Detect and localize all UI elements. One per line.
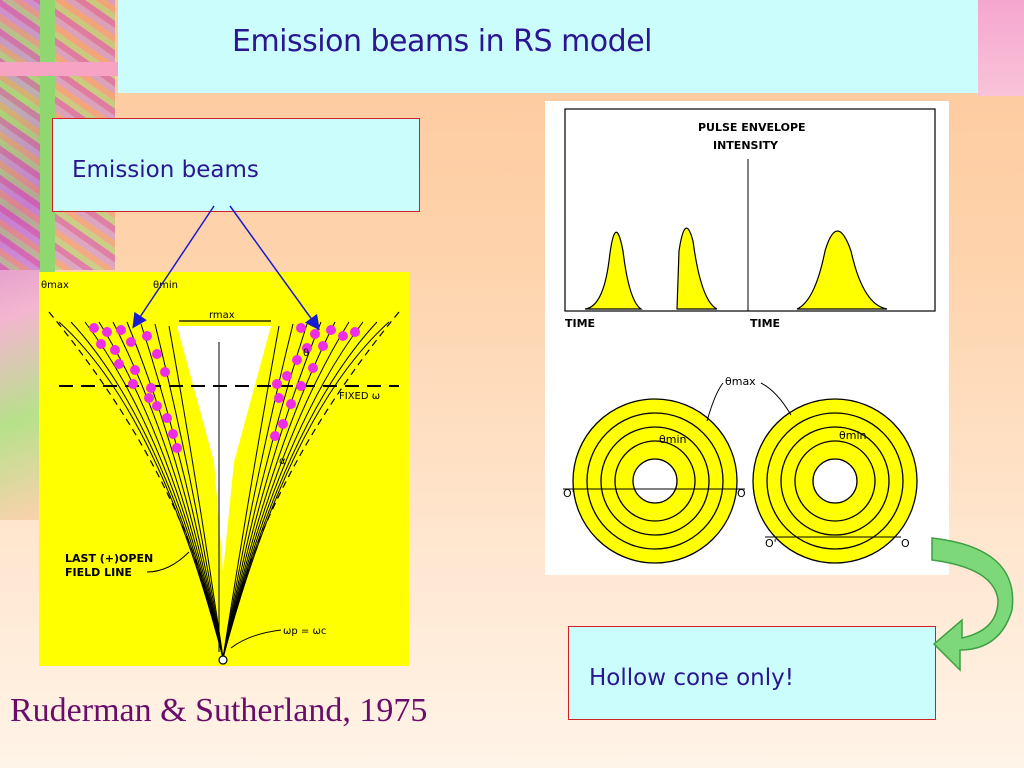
last-open-field-line-left (48, 311, 224, 659)
rings-left (572, 398, 738, 564)
field-lines-left (58, 321, 224, 659)
leader-thetamax-right (760, 382, 792, 416)
label-time-right: TIME (750, 317, 780, 330)
rings-right (752, 398, 918, 564)
label-rmax: rmax (209, 310, 235, 321)
label-envelope-2: INTENSITY (713, 139, 779, 152)
last-open-field-line-right (222, 311, 400, 659)
label-envelope-1: PULSE ENVELOPE (698, 121, 806, 134)
label-ring-theta-min-right: θmin (839, 429, 867, 442)
envelope-frame (564, 108, 936, 312)
leader-open-field (146, 551, 190, 573)
label-open-field-1: LAST (+)OPEN (65, 552, 153, 565)
callout-hollow-cone-text: Hollow cone only! (589, 665, 794, 691)
label-ring-theta-min-left: θmin (659, 433, 687, 446)
pulse-3 (796, 230, 888, 310)
label-ring-theta-max: θmax (725, 375, 756, 388)
leader-omega (230, 629, 282, 649)
emission-cone-figure: θmax θmin rmax FIXED ω θ α LAST (+)OPEN … (39, 272, 409, 666)
decorative-pink-bar (0, 62, 118, 76)
star-origin (218, 655, 228, 665)
label-o-right: O (901, 537, 910, 550)
label-theta-min: θmin (153, 280, 178, 291)
pulse-2 (676, 227, 718, 310)
decorative-corner (978, 0, 1024, 96)
cone-interior (177, 326, 271, 572)
label-alpha: α (279, 456, 286, 467)
citation: Ruderman & Sutherland, 1975 (10, 692, 428, 729)
label-omega-eq: ωp = ωc (283, 626, 326, 637)
label-o-prime-right: O' (765, 537, 777, 550)
label-o-left: O (737, 487, 746, 500)
field-lines-right (222, 321, 390, 659)
pulse-1 (584, 231, 643, 310)
callout-emission-beams-text: Emission beams (72, 157, 259, 183)
label-fixed-omega: FIXED ω (339, 391, 380, 402)
title-banner (118, 0, 978, 93)
leader-thetamax-left (706, 382, 724, 422)
callout-emission-beams: Emission beams (52, 118, 420, 212)
callout-hollow-cone: Hollow cone only! (568, 626, 936, 720)
label-theta-max: θmax (41, 280, 69, 291)
label-theta: θ (303, 348, 309, 359)
label-time-left: TIME (565, 317, 595, 330)
label-open-field-2: FIELD LINE (65, 566, 132, 579)
emission-dots (89, 323, 360, 453)
pulse-profile-figure: PULSE ENVELOPE INTENSITY TIME TIME θmax … (545, 101, 949, 575)
slide-title: Emission beams in RS model (231, 24, 653, 59)
label-o-prime-left: O' (563, 487, 575, 500)
